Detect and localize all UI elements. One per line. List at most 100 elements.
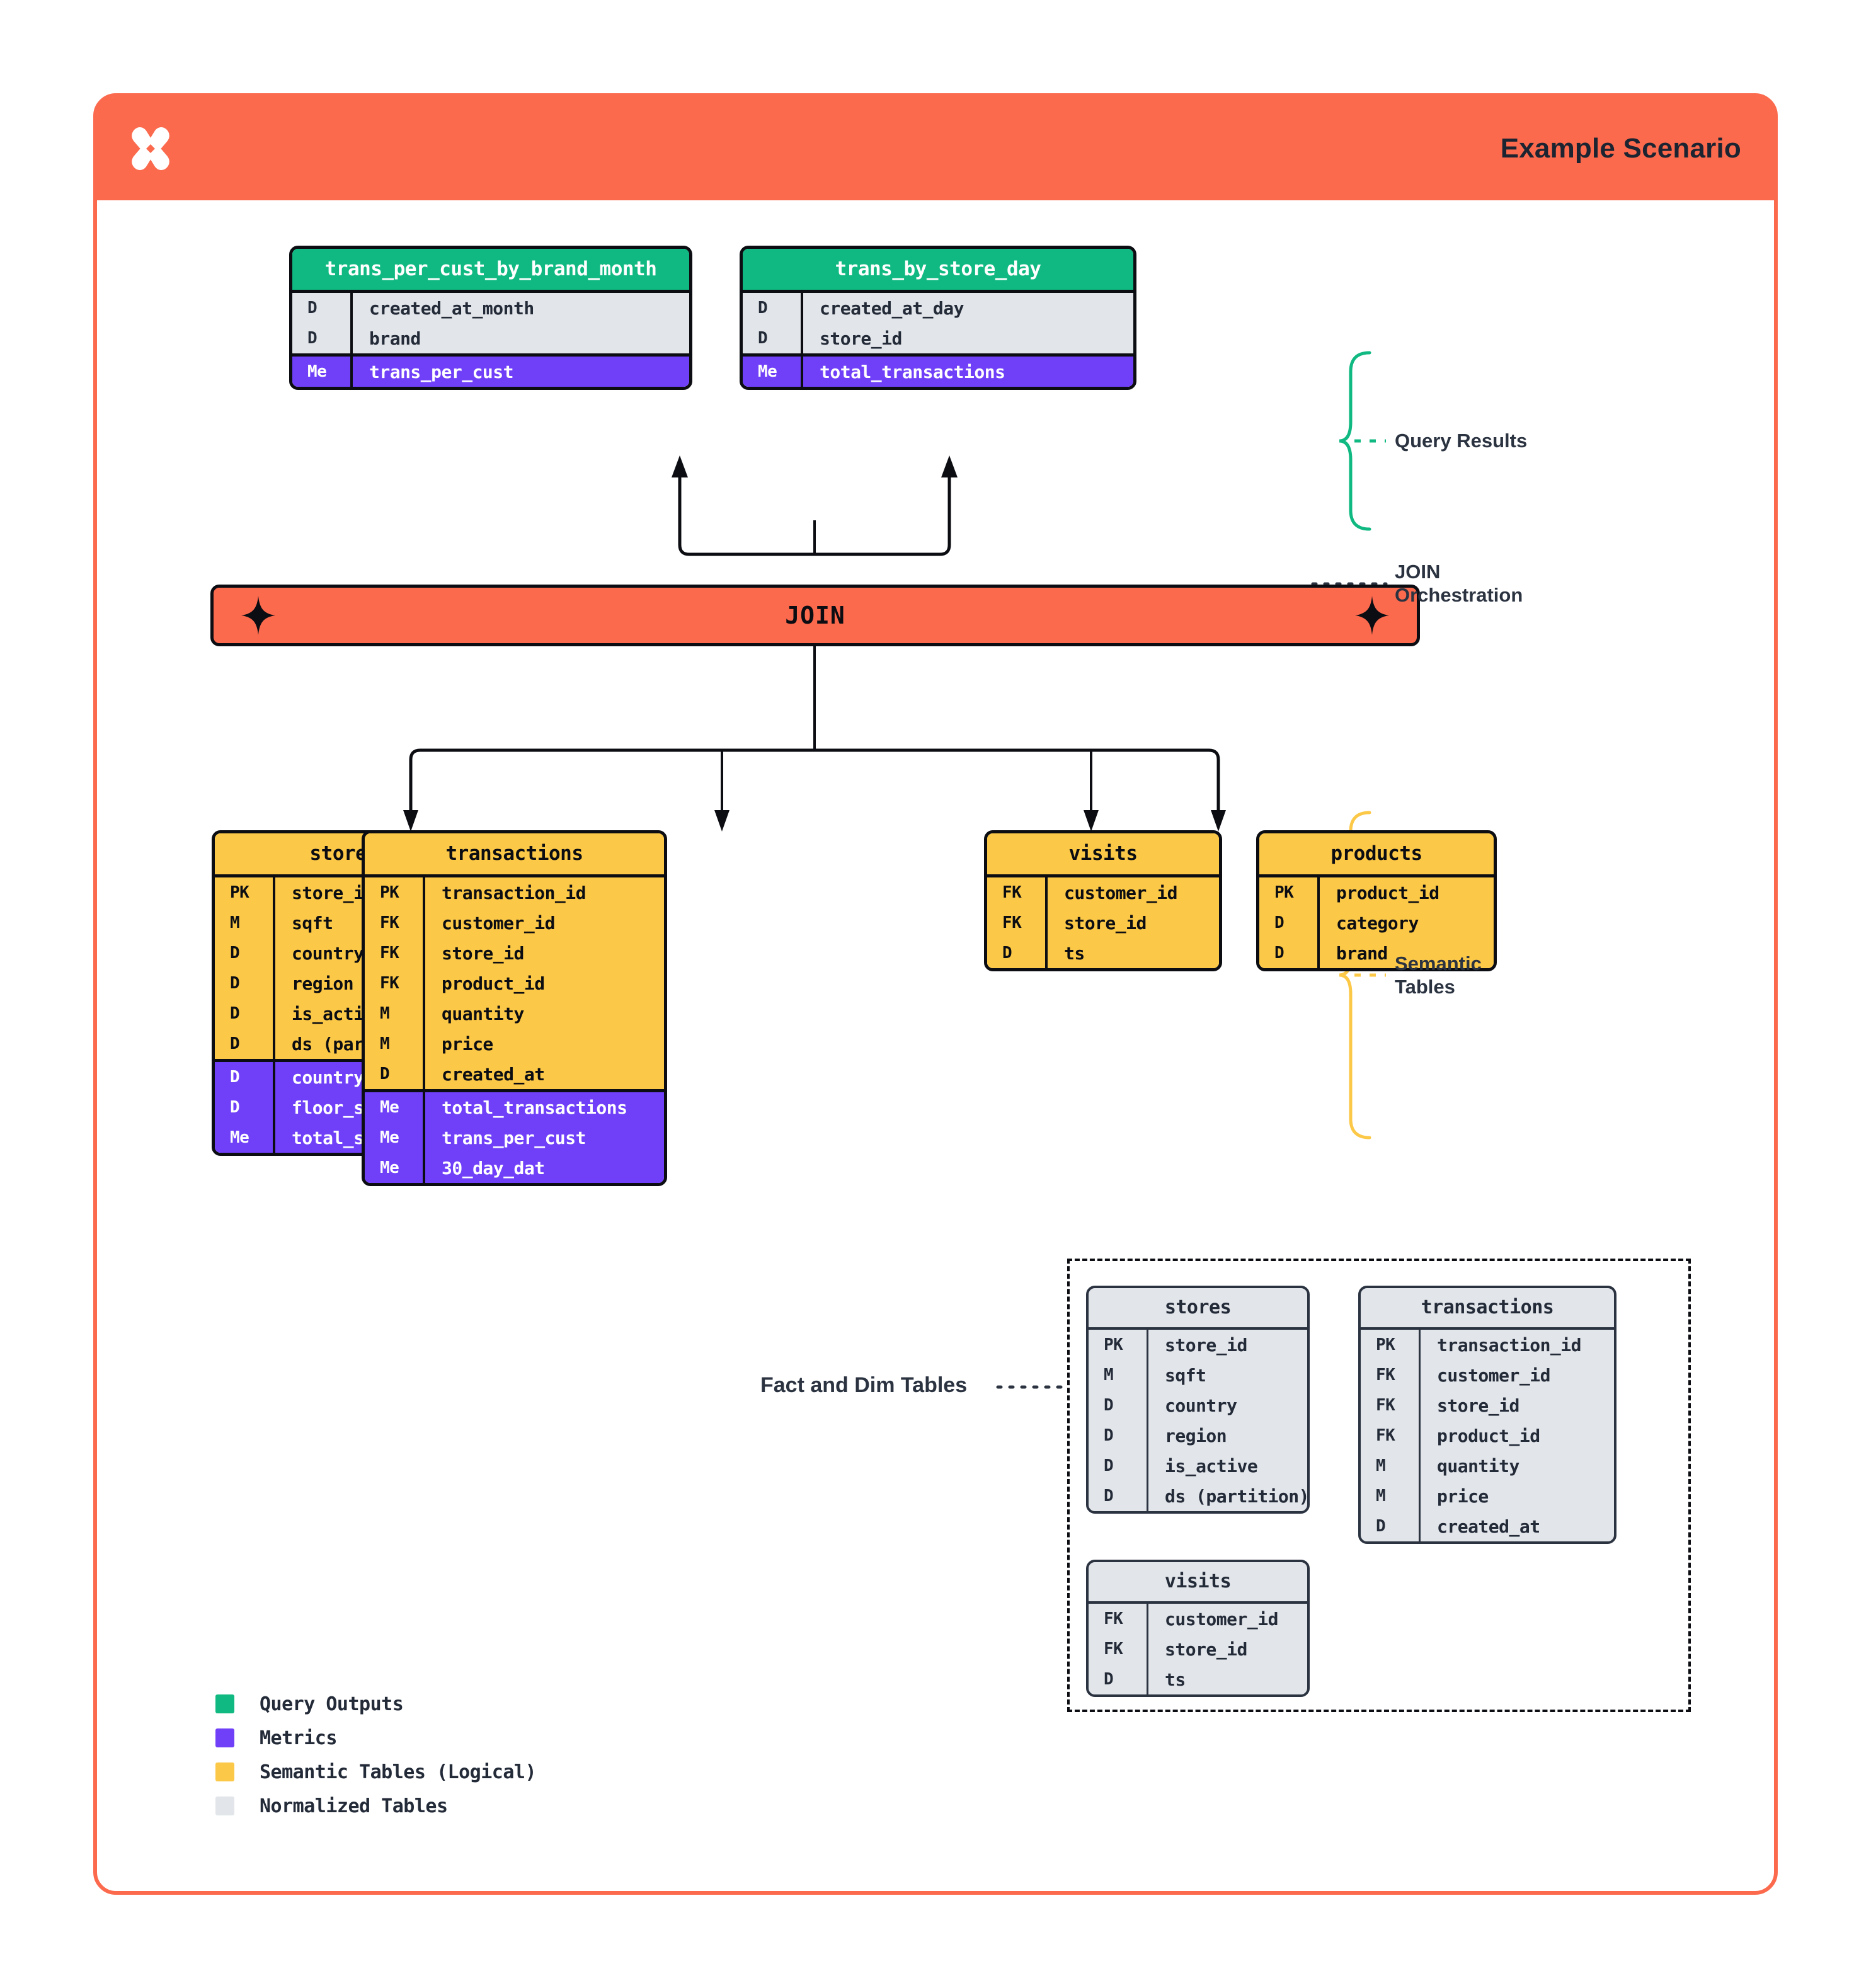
row-field: transaction_id (423, 877, 664, 908)
row-key: M (1376, 1487, 1386, 1505)
row-key: FK (1376, 1366, 1395, 1385)
legend-item-metrics: Metrics (215, 1721, 536, 1755)
legend-item-semantic-tables: Semantic Tables (Logical) (215, 1755, 537, 1789)
row-key: M (1376, 1456, 1386, 1475)
row-field: quantity (423, 998, 664, 1029)
join-label-line2: Orchestration (1395, 583, 1523, 606)
row-field: customer_id (1045, 877, 1219, 908)
row-key: FK (380, 974, 399, 993)
row-field: trans_per_cust (350, 357, 689, 387)
row-key: PK (230, 883, 249, 902)
row-field: region (1147, 1420, 1307, 1451)
row-field: store_id (273, 877, 473, 908)
join-orchestration-bar[interactable]: JOIN (210, 585, 1420, 646)
semantic-label-line1: Semantic (1395, 952, 1482, 974)
row-key: D (230, 1004, 240, 1023)
row-key: FK (1104, 1609, 1123, 1628)
row-field: sqft (1147, 1360, 1307, 1390)
row-field: customer_id (423, 908, 664, 938)
row-field: 30_day_dat (423, 1153, 664, 1183)
row-key: D (1002, 944, 1012, 963)
row-field: created_at_month (350, 293, 689, 323)
table-row: PK transaction_id (365, 877, 664, 908)
row-key: D (307, 329, 318, 348)
row-key: Me (758, 362, 777, 381)
table-row: FK customer_id (1089, 1604, 1307, 1634)
query-result-table-trans-per-cust-by-brand-month[interactable]: trans_per_cust_by_brand_month D created_… (289, 246, 692, 390)
row-field: quantity (1419, 1451, 1614, 1481)
row-key: D (758, 329, 768, 348)
app-window: Example Scenario (93, 93, 1778, 1895)
table-row: D store_id (743, 323, 1133, 353)
row-field: ts (1147, 1664, 1307, 1694)
row-key: M (1104, 1366, 1114, 1385)
row-key: D (1104, 1456, 1114, 1475)
row-field: country (1147, 1390, 1307, 1420)
row-field: country (273, 938, 473, 968)
row-key: PK (1104, 1335, 1123, 1354)
row-key: PK (380, 883, 399, 902)
row-field: created_at_day (801, 293, 1133, 323)
row-key: Me (307, 362, 327, 381)
table-row: FK customer_id (987, 877, 1219, 908)
join-label-line1: JOIN (1395, 561, 1441, 583)
legend-swatch-gray (215, 1797, 234, 1815)
legend-item-normalized-tables: Normalized Tables (215, 1789, 536, 1823)
row-field: price (1419, 1481, 1614, 1511)
row-key: M (230, 913, 240, 932)
legend-swatch-green (215, 1694, 234, 1713)
table-title: products (1259, 833, 1494, 874)
row-key: Me (380, 1098, 399, 1117)
row-key: D (1104, 1426, 1114, 1445)
dimension-group: D created_at_day D store_id (743, 290, 1133, 353)
diagram-canvas: trans_per_cust_by_brand_month D created_… (97, 200, 1774, 1891)
row-key: FK (1002, 913, 1022, 932)
fact-and-dim-tables-group (1067, 1259, 1691, 1712)
row-key: D (380, 1065, 390, 1083)
legend: Query Outputs Metrics Semantic Tables (L… (215, 1687, 537, 1823)
table-title: visits (987, 833, 1219, 874)
row-field: brand (350, 323, 689, 353)
row-key: Me (230, 1128, 249, 1147)
row-key: D (307, 299, 318, 317)
row-field: created_at (1419, 1511, 1614, 1541)
table-title: transactions (365, 833, 664, 874)
row-field: price (423, 1029, 664, 1059)
dimension-group: D created_at_month D brand (292, 290, 689, 353)
sparkle-icon (1355, 596, 1389, 635)
row-field: region (273, 968, 473, 998)
row-field: store_id (423, 938, 664, 968)
row-key: M (380, 1034, 390, 1053)
row-field: ds (partition) (1147, 1481, 1307, 1511)
row-key: Me (380, 1158, 399, 1177)
legend-label: Metrics (260, 1727, 337, 1749)
row-key: D (230, 944, 240, 963)
row-field: customer_id (1147, 1604, 1307, 1634)
semantic-table-transactions[interactable]: transactions PK transaction_id FK customer… (362, 830, 667, 1186)
query-result-table-trans-by-store-day[interactable]: trans_by_store_day D created_at_day D st… (740, 246, 1136, 390)
row-key: FK (1002, 883, 1022, 902)
